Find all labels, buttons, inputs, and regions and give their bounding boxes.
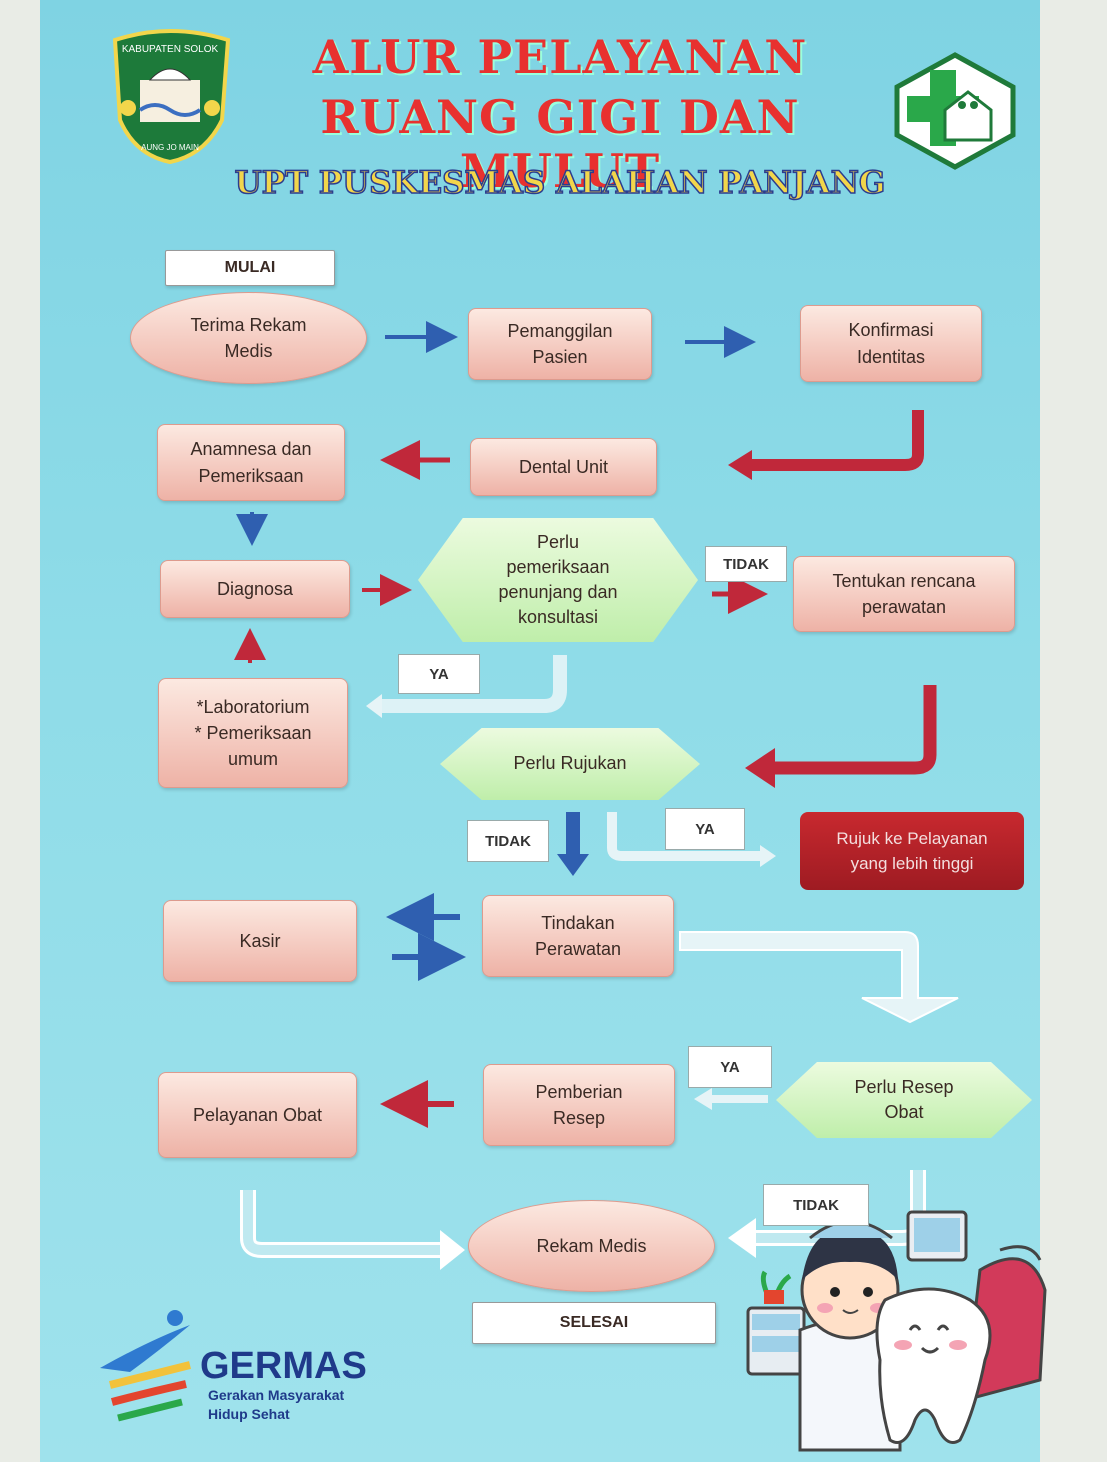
arrow-resep-ya-to-pemberian [708, 1095, 768, 1103]
germas-figure-icon [100, 1310, 191, 1422]
node-terima-rekam-medis: Terima Rekam Medis [130, 292, 367, 384]
node-anamnesa-pemeriksaan: Anamnesa dan Pemeriksaan [157, 424, 345, 501]
crest-label: KABUPATEN SOLOK [122, 44, 219, 55]
decision-perlu-rujukan-label: Perlu Rujukan [513, 753, 627, 774]
title-line-2: RUANG GIGI DAN MULUT [320, 90, 800, 198]
decision-perlu-resep: Perlu Resep Obat [776, 1062, 1032, 1138]
tag-ya-rujukan: YA [665, 808, 745, 850]
tag-tidak-resep: TIDAK [763, 1184, 869, 1226]
crest-motto: AUNG JO MAIN [141, 143, 199, 152]
decision-perlu-pemeriksaan: Perlu pemeriksaan penunjang dan konsulta… [418, 518, 698, 642]
tag-ya-pemeriksaan: YA [398, 654, 480, 694]
tag-tidak-rujukan: TIDAK [467, 820, 549, 862]
puskesmas-cross-icon [894, 52, 1016, 170]
node-pelayanan-obat: Pelayanan Obat [158, 1072, 357, 1158]
germas-brand: GERMAS [200, 1345, 367, 1387]
subtitle: UPT PUSKESMAS ALAHAN PANJANG [234, 164, 886, 202]
title-line-1: ALUR PELAYANAN [312, 30, 808, 84]
node-laboratorium: *Laboratorium * Pemeriksaan umum [158, 678, 348, 788]
end-label: SELESAI [472, 1302, 716, 1344]
node-dental-unit: Dental Unit [470, 438, 657, 496]
node-kasir: Kasir [163, 900, 357, 982]
regency-crest-icon [112, 29, 231, 165]
tag-ya-resep: YA [688, 1046, 772, 1088]
germas-tagline: Gerakan Masyarakat Hidup Sehat [208, 1387, 345, 1422]
dentist-and-tooth-illustration [746, 1210, 1047, 1452]
arrow-pelayanan-obat-to-rekam [240, 1190, 448, 1258]
arrow-tindakan-to-perlu-resep [679, 931, 959, 1024]
arrow-rujukan-tidak [566, 812, 580, 856]
arrow-tentukan-to-rujukan [770, 685, 937, 775]
node-pemanggilan-pasien: Pemanggilan Pasien [468, 308, 652, 380]
tag-tidak-pemeriksaan: TIDAK [705, 546, 787, 582]
node-rujuk-pelayanan: Rujuk ke Pelayanan yang lebih tinggi [800, 812, 1024, 890]
decision-perlu-pemeriksaan-label: Perlu pemeriksaan penunjang dan konsulta… [498, 531, 618, 628]
node-tindakan-perawatan: Tindakan Perawatan [482, 895, 674, 977]
decision-perlu-resep-label: Perlu Resep Obat [854, 1076, 954, 1122]
arrow-decision-ya-to-lab [378, 655, 567, 713]
arrow-rujukan-ya-to-rujuk [607, 812, 760, 861]
start-label: MULAI [165, 250, 335, 286]
arrow-konfirmasi-to-dental [745, 410, 924, 471]
node-rekam-medis: Rekam Medis [468, 1200, 715, 1292]
decision-perlu-rujukan: Perlu Rujukan [440, 728, 700, 800]
node-konfirmasi-identitas: Konfirmasi Identitas [800, 305, 982, 382]
node-diagnosa: Diagnosa [160, 560, 350, 618]
node-pemberian-resep: Pemberian Resep [483, 1064, 675, 1146]
node-tentukan-rencana: Tentukan rencana perawatan [793, 556, 1015, 632]
